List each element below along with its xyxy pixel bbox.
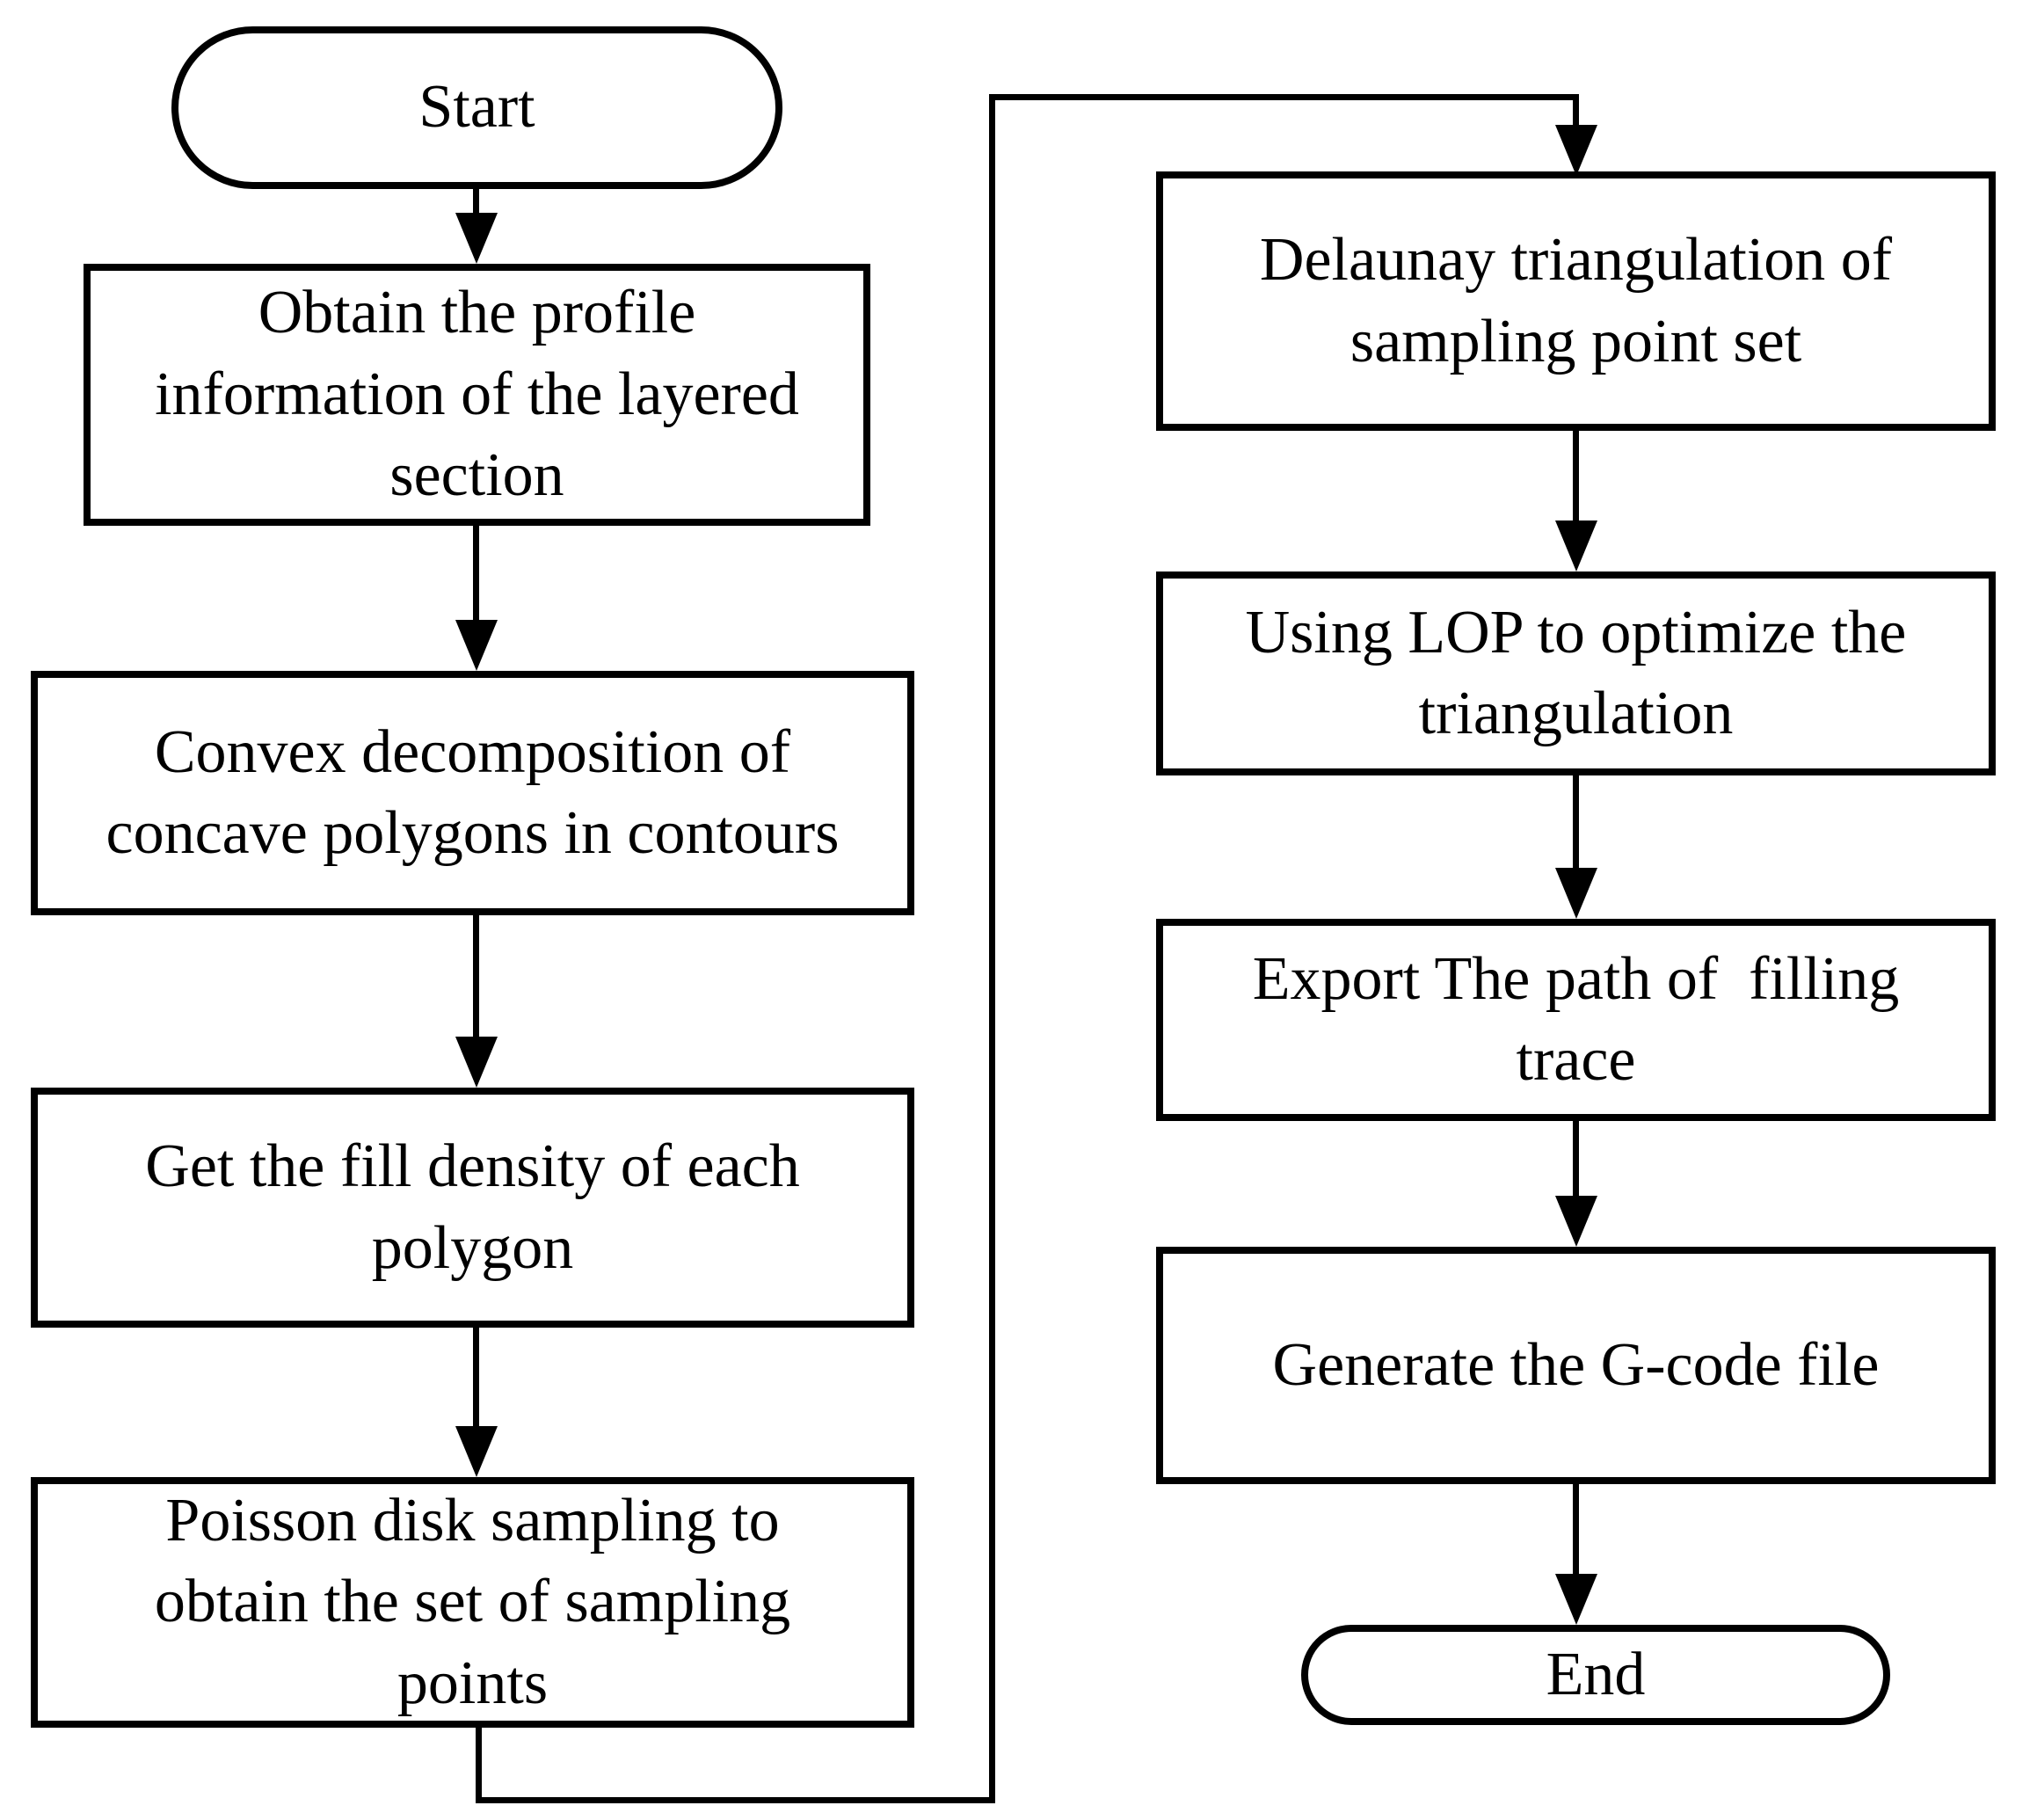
arrow-convex-to-density-shaft — [473, 915, 479, 1041]
connector-top-horizontal-segment — [989, 94, 1579, 100]
arrow-lop-to-export-head — [1555, 868, 1597, 919]
connector-bottom-horizontal-segment — [476, 1797, 995, 1803]
node-convex-decomposition: Convex decomposition of concave polygons… — [31, 671, 914, 915]
node-poisson-sampling-label: Poisson disk sampling to obtain the set … — [154, 1486, 791, 1717]
node-fill-density: Get the fill density of each polygon — [31, 1088, 914, 1328]
connector-poisson-drop-segment — [476, 1728, 482, 1803]
arrow-delaunay-to-lop-head — [1555, 521, 1597, 571]
node-delaunay: Delaunay triangulation of sampling point… — [1156, 171, 1996, 431]
node-export-path: Export The path of filling trace — [1156, 919, 1996, 1121]
node-end: End — [1301, 1625, 1890, 1725]
arrow-gcode-to-end-shaft — [1573, 1484, 1579, 1578]
arrow-delaunay-to-lop-shaft — [1573, 431, 1579, 525]
node-start-label: Start — [418, 73, 535, 142]
arrow-density-to-poisson-shaft — [473, 1328, 479, 1431]
node-fill-density-label: Get the fill density of each polygon — [145, 1132, 800, 1282]
arrow-start-to-obtain-shaft — [473, 189, 479, 217]
node-delaunay-label: Delaunay triangulation of sampling point… — [1259, 226, 1893, 375]
node-poisson-sampling: Poisson disk sampling to obtain the set … — [31, 1477, 914, 1728]
arrow-gcode-to-end-head — [1555, 1574, 1597, 1625]
node-convex-decomposition-label: Convex decomposition of concave polygons… — [105, 717, 840, 867]
arrow-density-to-poisson-head — [455, 1426, 498, 1477]
node-lop-optimize-label: Using LOP to optimize the triangulation — [1245, 598, 1907, 747]
node-start: Start — [171, 26, 782, 189]
node-obtain-profile-label: Obtain the profile information of the la… — [155, 279, 799, 510]
node-lop-optimize: Using LOP to optimize the triangulation — [1156, 571, 1996, 775]
node-end-label: End — [1546, 1640, 1646, 1708]
arrow-convex-to-density-head — [455, 1037, 498, 1088]
connector-delaunay-drop-shaft — [1573, 94, 1579, 129]
node-generate-gcode-label: Generate the G-code file — [1272, 1330, 1880, 1399]
arrow-obtain-to-convex-head — [455, 620, 498, 671]
node-generate-gcode: Generate the G-code file — [1156, 1247, 1996, 1484]
connector-delaunay-arrow-head — [1555, 125, 1597, 176]
connector-right-vertical-segment — [989, 94, 995, 1803]
node-export-path-label: Export The path of filling trace — [1252, 944, 1900, 1094]
node-obtain-profile: Obtain the profile information of the la… — [84, 264, 870, 526]
arrow-start-to-obtain-head — [455, 213, 498, 264]
arrow-lop-to-export-shaft — [1573, 775, 1579, 872]
arrow-obtain-to-convex-shaft — [473, 526, 479, 624]
arrow-export-to-gcode-head — [1555, 1196, 1597, 1247]
arrow-export-to-gcode-shaft — [1573, 1121, 1579, 1200]
